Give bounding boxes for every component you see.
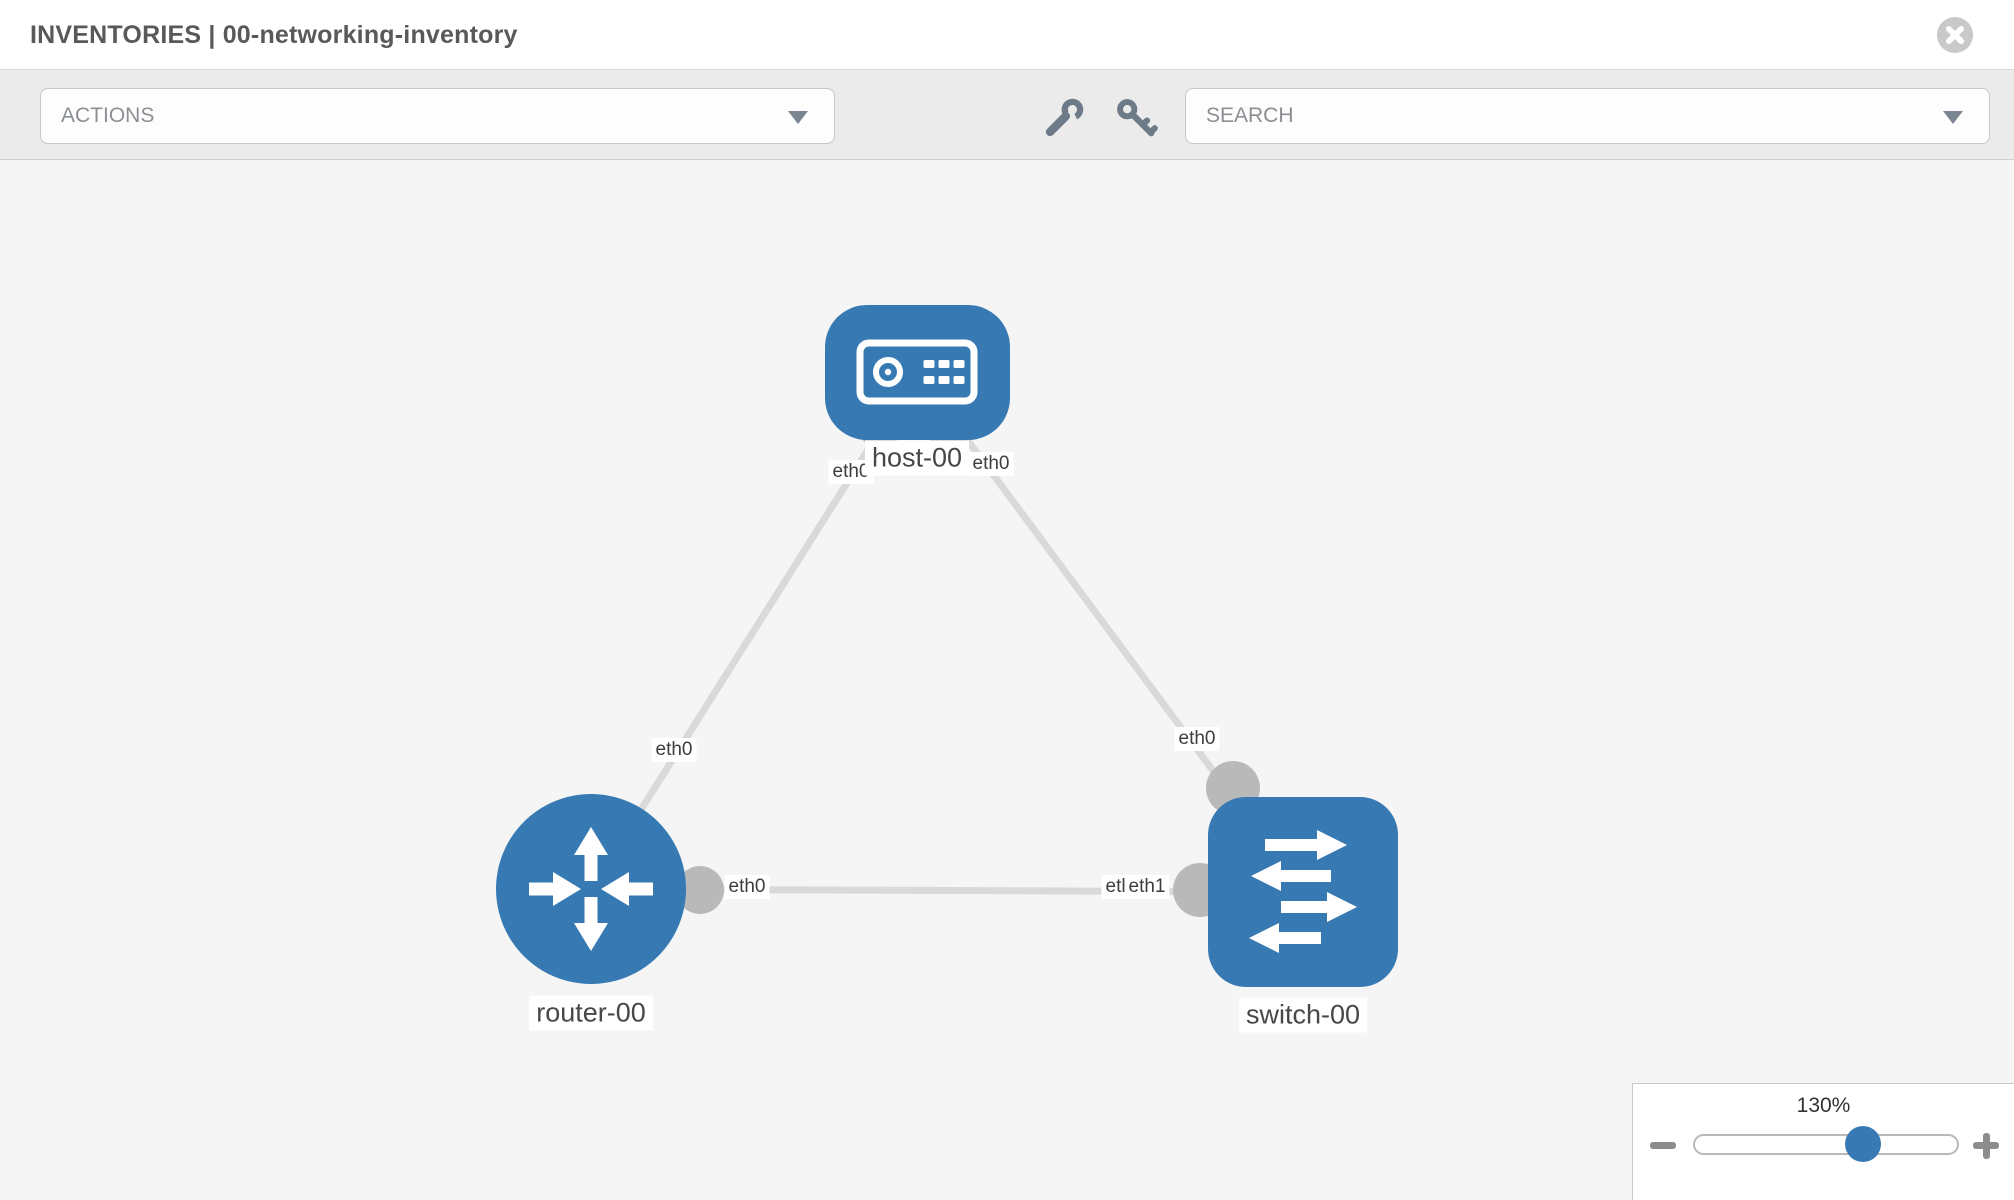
node-label-switch: switch-00 [1238,997,1368,1033]
key-icon [1117,99,1158,137]
close-button[interactable] [1936,16,1974,54]
topology-canvas[interactable]: eth0 eth0 eth0 eth0 eth0 eth0 eth1 host-… [0,160,2014,1200]
close-icon [1936,16,1974,54]
switch-icon [1249,830,1357,953]
zoom-slider-thumb[interactable] [1844,1126,1881,1162]
link-host-router[interactable] [588,370,920,891]
zoom-slider-track[interactable] [1693,1126,1959,1162]
interface-label: eth0 [1174,727,1220,751]
chevron-down-icon [788,111,808,124]
minus-icon [1650,1142,1676,1149]
zoom-out-button[interactable] [1648,1130,1678,1160]
node-label-router: router-00 [529,995,653,1031]
wrench-icon [1045,98,1084,137]
page-title: INVENTORIES | 00-networking-inventory [30,21,518,49]
interface-label: eth0 [968,452,1014,476]
interface-label: eth0 [724,875,770,899]
zoom-in-button[interactable] [1971,1130,2001,1160]
node-host[interactable] [825,305,1010,440]
header-bar: INVENTORIES | 00-networking-inventory [0,0,2014,70]
search-dropdown[interactable]: SEARCH [1185,88,1990,144]
node-label-host: host-00 [864,440,970,476]
actions-dropdown-label: ACTIONS [61,104,155,127]
connector-dot[interactable] [676,866,724,914]
node-switch[interactable] [1208,797,1398,987]
search-dropdown-label: SEARCH [1206,104,1294,127]
zoom-panel: 130% [1632,1083,2014,1200]
credentials-button[interactable] [1114,96,1158,140]
actions-dropdown[interactable]: ACTIONS [40,88,835,144]
interface-label: eth1 [1124,875,1170,899]
adhoc-commands-button[interactable] [1042,96,1086,140]
host-icon [856,339,978,405]
plus-icon [1982,1132,1990,1159]
node-router[interactable] [496,794,686,984]
zoom-level-label: 130% [1796,1094,1851,1117]
toolbar: ACTIONS SEARCH [0,70,2014,160]
interface-connectors [676,407,1260,917]
router-icon [529,827,653,951]
chevron-down-icon [1943,111,1963,124]
interface-label: eth0 [651,738,697,762]
